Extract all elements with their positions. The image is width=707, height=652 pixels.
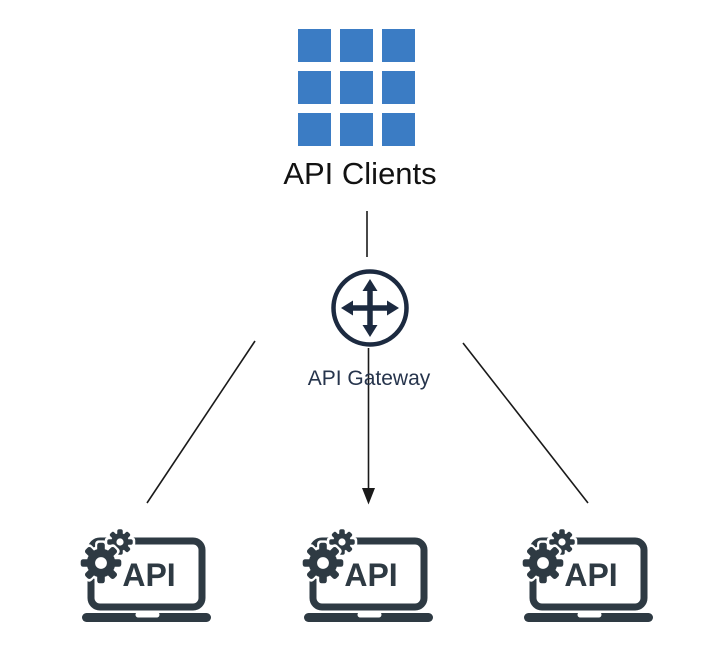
api-service-laptop-icon-left: API (78, 526, 211, 622)
gateway-arrow-left (341, 300, 353, 316)
api-service-label: API (122, 557, 175, 593)
connector-gateway-to-left-service (146, 340, 256, 504)
api-gateway-label: API Gateway (307, 367, 431, 390)
api-clients-grid-icon (298, 29, 415, 146)
large-gear-icon (300, 540, 346, 586)
large-gear-icon (78, 540, 124, 586)
gateway-arrow-right (387, 300, 399, 316)
client-grid-square (382, 113, 415, 146)
client-grid-square (298, 29, 331, 62)
api-service-label: API (564, 557, 617, 593)
client-grid-square (340, 29, 373, 62)
client-grid-square (340, 113, 373, 146)
laptop-base-notch (135, 612, 160, 618)
client-grid-square (382, 71, 415, 104)
api-clients-label: API Clients (283, 156, 437, 191)
laptop-base-notch (357, 612, 382, 618)
api-service-label: API (344, 557, 397, 593)
large-gear-icon (520, 540, 566, 586)
client-grid-square (298, 71, 331, 104)
client-grid-square (340, 71, 373, 104)
client-grid-square (298, 113, 331, 146)
gateway-arrow-down (362, 325, 378, 337)
api-gateway-icon (331, 269, 409, 347)
api-service-laptop-icon-middle: API (300, 526, 433, 622)
api-service-laptop-icon-right: API (520, 526, 653, 622)
laptop-base-notch (577, 612, 602, 618)
connector-gateway-to-right-service (462, 342, 589, 504)
gateway-arrow-up (362, 279, 378, 291)
client-grid-square (382, 29, 415, 62)
